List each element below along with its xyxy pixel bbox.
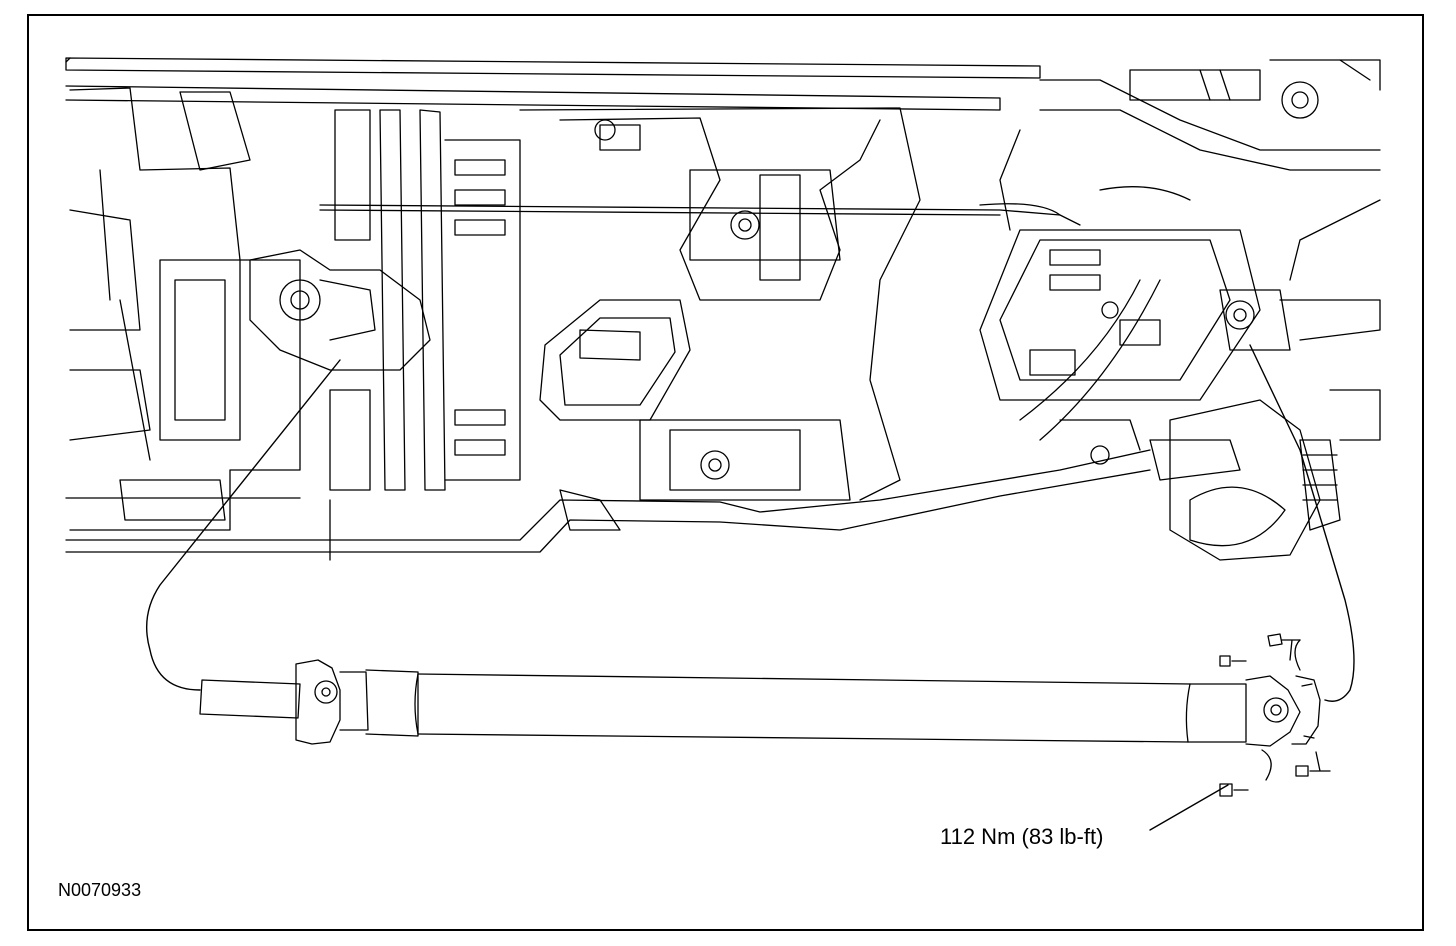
rear-u-joint [1245,675,1301,747]
driveshaft-assembly [199,633,1331,797]
driveshaft-tube [417,673,1191,743]
torque-callout: 112 Nm (83 lb-ft) [940,824,1104,849]
leader-torque-callout [1149,784,1229,831]
pinion-flange [1291,675,1321,745]
front-u-joint [295,659,341,745]
leader-lines [145,344,1355,831]
leader-rear-flange [1249,344,1355,702]
vehicle-underbody [65,57,1381,561]
diagram-frame [27,14,1424,931]
figure-id: N0070933 [58,880,142,900]
flange-bolts [1219,633,1331,797]
slip-yoke [199,679,301,719]
leader-front-yoke [145,359,341,691]
